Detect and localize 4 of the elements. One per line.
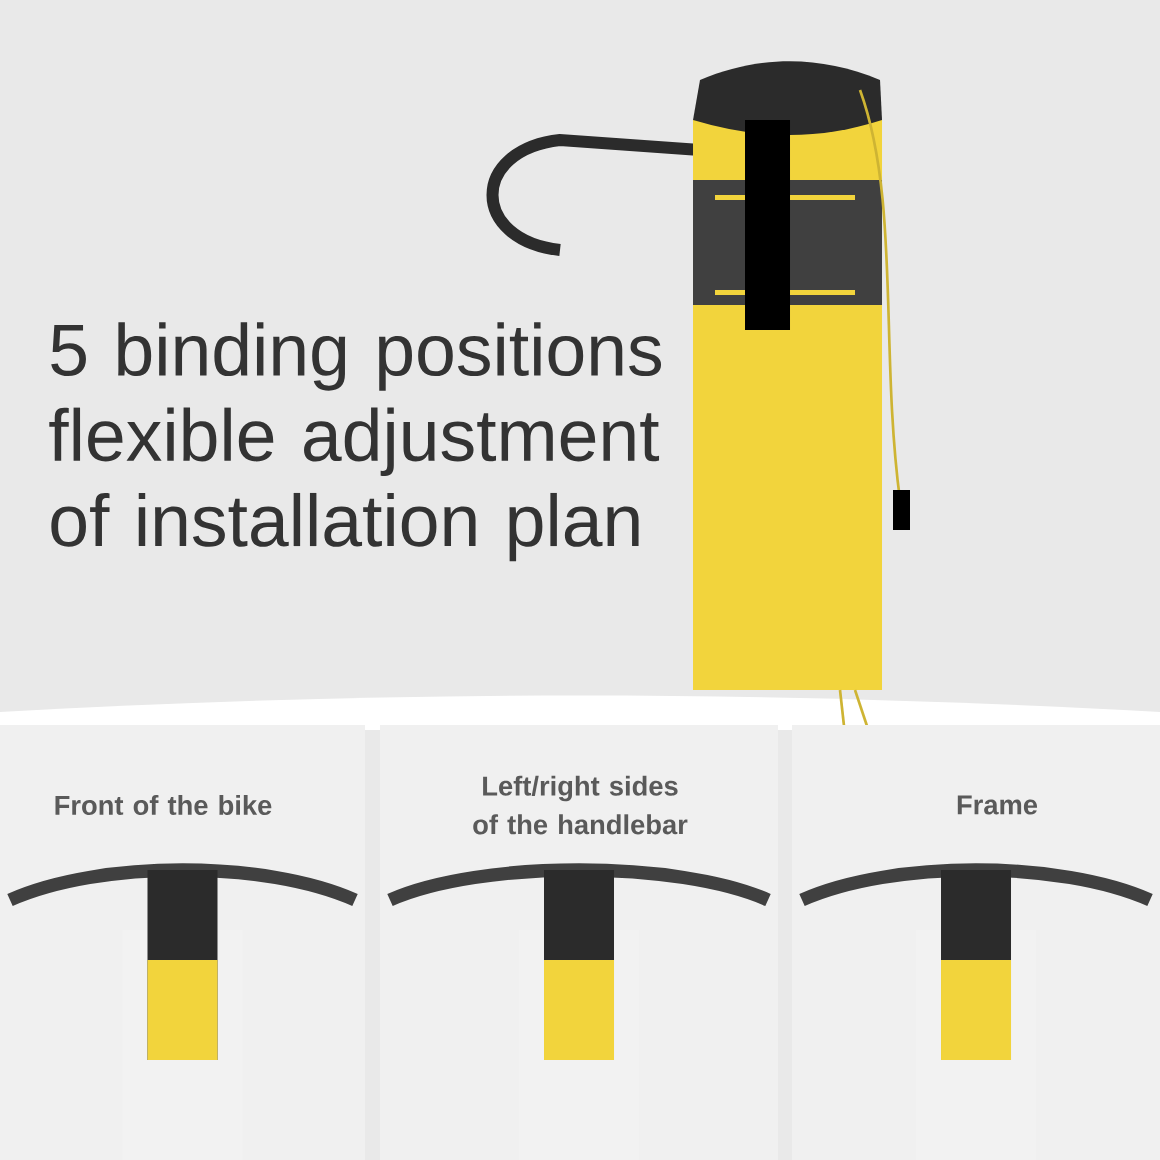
panel-caption: Frame [957,795,1038,815]
panel-caption: Left/right sides of the handlebar [473,775,688,835]
panel-caption: Front of the bike [55,795,272,816]
headline: 5 binding positions flexible adjustment of installation plan [49,322,662,562]
